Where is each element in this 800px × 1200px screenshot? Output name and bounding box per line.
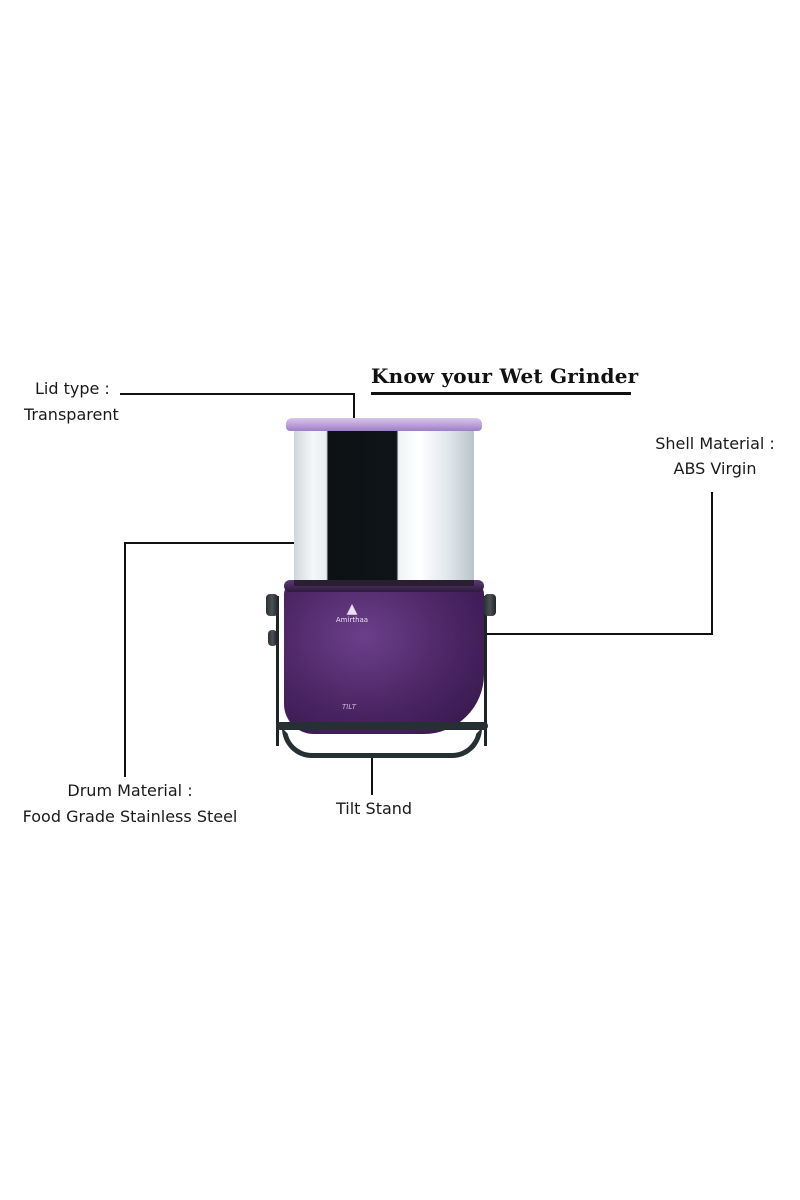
- knob-left-bottom: [268, 630, 277, 646]
- drum-leader-h: [125, 542, 297, 544]
- lid-label-value: Transparent: [24, 405, 119, 424]
- shell-label-value: ABS Virgin: [673, 459, 757, 478]
- tilt-mark: TILT: [342, 703, 357, 711]
- brand-mark-icon: ▲: [346, 601, 358, 617]
- label-shell-material: Shell Material : ABS Virgin: [650, 433, 780, 480]
- drum-label-name: Drum Material :: [67, 781, 193, 800]
- diagram-title: Know your Wet Grinder: [371, 364, 639, 388]
- brand-logo: ▲ Amirthaa: [332, 602, 372, 624]
- lid-leader-h: [120, 393, 355, 395]
- drum-leader-v: [124, 542, 126, 777]
- label-drum-material: Drum Material : Food Grade Stainless Ste…: [20, 780, 240, 828]
- steel-drum: [294, 430, 474, 585]
- brand-name: Amirthaa: [335, 616, 369, 624]
- wet-grinder-image: ▲ Amirthaa TILT: [262, 418, 502, 758]
- transparent-lid: [286, 418, 482, 431]
- shell-leader-h: [482, 633, 713, 635]
- stand-ring: [282, 728, 482, 758]
- stand-ring-top: [276, 722, 488, 730]
- drum-label-value: Food Grade Stainless Steel: [22, 807, 238, 826]
- title-underline: [371, 392, 631, 395]
- label-lid-type: Lid type : Transparent: [24, 378, 119, 426]
- stand-left-arm: [276, 596, 279, 746]
- shell-label-name: Shell Material :: [655, 434, 775, 453]
- shell-leader-v: [711, 492, 713, 635]
- label-tilt-stand: Tilt Stand: [336, 799, 413, 818]
- base-shell: [284, 584, 484, 734]
- knob-left-top: [266, 594, 278, 616]
- stand-right-arm: [484, 596, 487, 746]
- knob-right: [484, 594, 496, 616]
- stand-leader-v: [371, 755, 373, 795]
- lid-leader-v: [353, 393, 355, 426]
- lid-label-name: Lid type :: [35, 379, 110, 398]
- drum-band: [294, 580, 474, 586]
